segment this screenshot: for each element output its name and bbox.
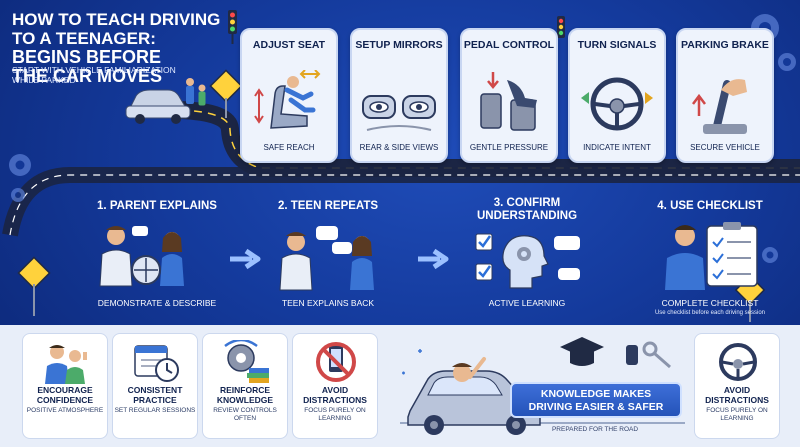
- step-2-title: 2. TEEN REPEATS: [277, 200, 379, 212]
- tip-avoid-distractions-2: AVOID DISTRACTIONS FOCUS PURELY ON LEARN…: [694, 333, 780, 439]
- step-4-note: Use checklist before each driving sessio…: [654, 310, 766, 316]
- pedal-icon: [480, 72, 537, 131]
- step-1-title: 1. PARENT EXPLAINS: [97, 200, 217, 212]
- tip-consistent-practice: CONSISTENT PRACTICE SET REGULAR SESSIONS: [112, 333, 198, 439]
- step-1-caption: DEMONSTRATE & DESCRIBE: [97, 298, 217, 308]
- page-subtitle: START WITH VEHICLE FAMILIARIZATION WHILE…: [12, 65, 176, 85]
- teen-repeating-icon: [279, 226, 374, 291]
- head-gears-checklist-icon: [475, 233, 580, 289]
- tip-avoid-distractions: AVOID DISTRACTIONS FOCUS PURELY ON LEARN…: [292, 333, 378, 439]
- seat-icon: [254, 70, 321, 129]
- parking-brake-icon: [692, 79, 747, 134]
- step-3-caption: ACTIVE LEARNING: [488, 298, 566, 308]
- gear-books-icon: [224, 340, 269, 383]
- family-thumbs-up-icon: [45, 345, 87, 384]
- teen-driving-car-illustration: [400, 337, 685, 435]
- step-3-title: 3. CONFIRM UNDERSTANDING: [476, 197, 578, 222]
- card-turn-signals: TURN SIGNALS INDICATE INTENT: [568, 28, 666, 163]
- no-phone-icon: [316, 342, 356, 382]
- step-2-caption: TEEN EXPLAINS BACK: [281, 298, 375, 308]
- card-adjust-seat: ADJUST SEAT SAFE REACH: [240, 28, 338, 163]
- page-title: HOW TO TEACH DRIVING TO A TEENAGER: BEGI…: [12, 10, 221, 86]
- arrow-right-icon: [230, 248, 261, 270]
- step-4-title: 4. USE CHECKLIST: [657, 200, 763, 212]
- arrow-right-icon: [418, 248, 449, 270]
- steering-wheel-icon: [581, 77, 653, 131]
- checklist-clipboard-icon: [665, 222, 758, 290]
- parent-explaining-icon: [99, 226, 184, 287]
- card-setup-mirrors: SETUP MIRRORS REAR & SIDE VIEWS: [350, 28, 448, 163]
- tip-encourage-confidence: ENCOURAGE CONFIDENCE POSITIVE ATMOSPHERE: [22, 333, 108, 439]
- mirrors-icon: [362, 95, 436, 131]
- steering-wheel-icon: [719, 343, 757, 381]
- prepared-caption: PREPARED FOR THE ROAD: [551, 426, 639, 433]
- card-pedal-control: PEDAL CONTROL GENTLE PRESSURE: [460, 28, 558, 163]
- calendar-clock-icon: [134, 345, 179, 382]
- step-4-caption: COMPLETE CHECKLIST: [661, 298, 759, 308]
- tip-reinforce-knowledge: REINFORCE KNOWLEDGE REVIEW CONTROLS OFTE…: [202, 333, 288, 439]
- card-parking-brake: PARKING BRAKE SECURE VEHICLE: [676, 28, 774, 163]
